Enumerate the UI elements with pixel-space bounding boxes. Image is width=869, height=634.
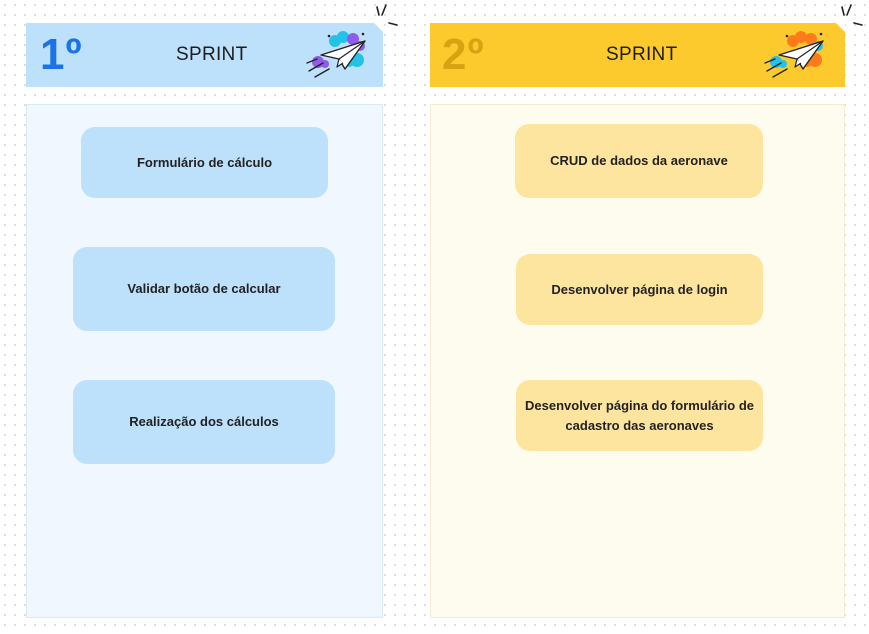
- sparkle-icon: [376, 4, 398, 26]
- sprint-1-column[interactable]: Formulário de cálculo Validar botão de c…: [26, 104, 383, 618]
- corner-fold: [374, 23, 383, 32]
- sprint-2-number: 2º: [442, 30, 485, 79]
- sprint-1-number: 1º: [40, 30, 83, 79]
- sprint-2-column[interactable]: CRUD de dados da aeronave Desenvolver pá…: [430, 104, 845, 618]
- sprint-1-header[interactable]: 1º SPRINT: [26, 23, 383, 87]
- corner-fold: [836, 23, 845, 32]
- sprint-2-title: SPRINT: [606, 44, 678, 65]
- sprint-2-header[interactable]: 2º SPRINT: [430, 23, 845, 87]
- task-card[interactable]: Validar botão de calcular: [73, 247, 335, 331]
- task-card[interactable]: Desenvolver página do formulário de cada…: [516, 380, 763, 451]
- task-card[interactable]: Realização dos cálculos: [73, 380, 335, 464]
- paper-plane-icon: [764, 31, 824, 78]
- sparkle-icon: [841, 4, 863, 26]
- paper-plane-icon: [306, 31, 366, 78]
- task-card[interactable]: CRUD de dados da aeronave: [515, 124, 763, 198]
- task-card[interactable]: Formulário de cálculo: [81, 127, 328, 198]
- sprint-1-title: SPRINT: [176, 44, 248, 65]
- task-card[interactable]: Desenvolver página de login: [516, 254, 763, 325]
